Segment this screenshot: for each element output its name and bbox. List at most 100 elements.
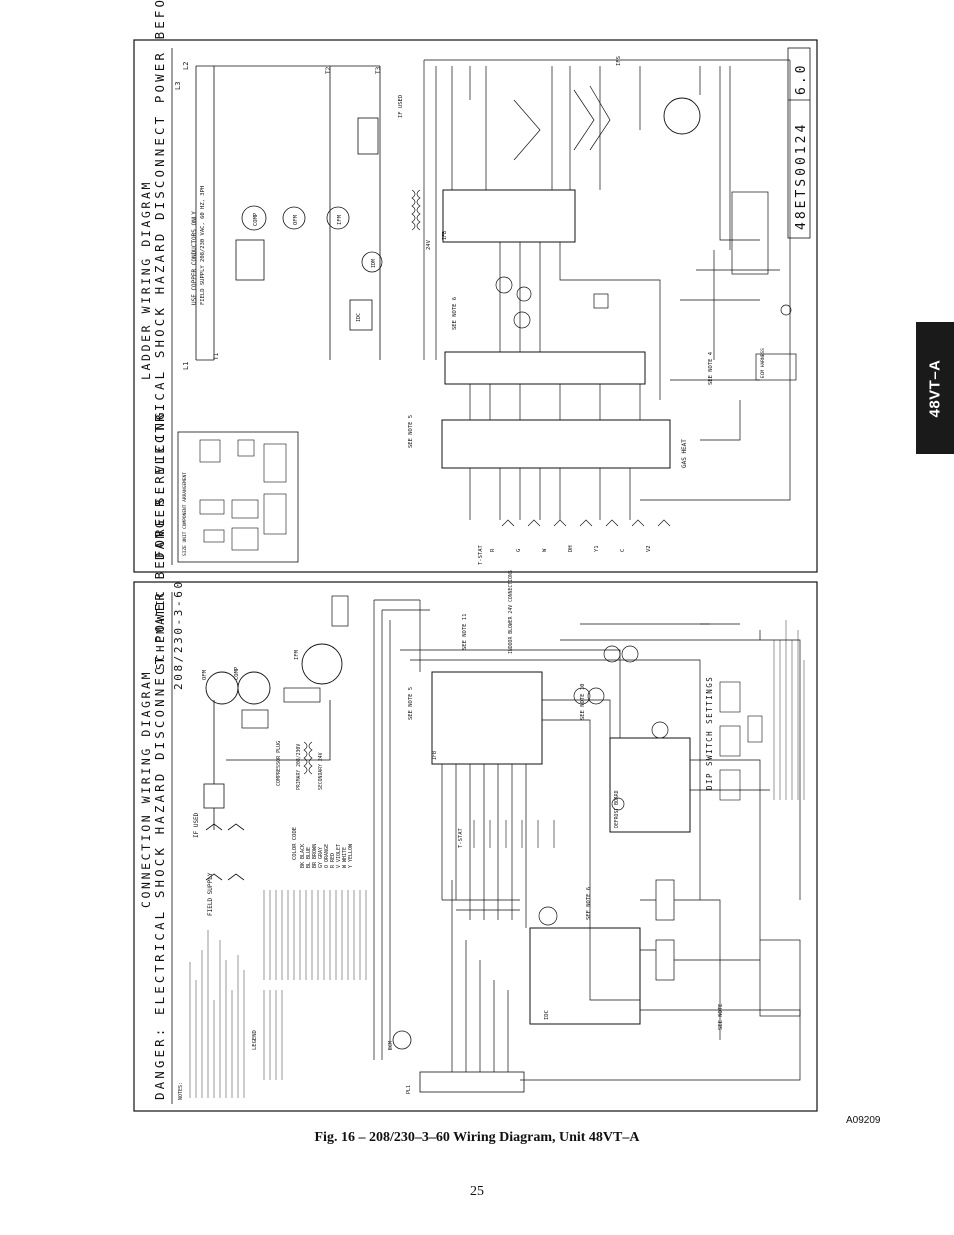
connection-notes-title: NOTES: [178,1082,184,1100]
ladder-see-note-4: SEE NOTE 4 [708,351,714,385]
connection-label-ifb: IFB [432,751,438,760]
connection-field-supply: FIELD SUPPLY [207,872,214,916]
connection-danger-line: DANGER: ELECTRICAL SHOCK HAZARD DISCONNE… [152,409,167,1100]
ladder-label-if-used: IF USED [398,95,404,118]
ladder-label-t3: T3 [375,66,382,74]
color-code-item: BK BLACK [300,844,306,868]
section-tab: 48VT–A [916,322,954,454]
connection-primary: PRIMARY 208/230V [296,744,302,790]
ladder-label-ifs: IFS [616,56,622,66]
ladder-label-gas-heat: GAS HEAT [681,439,688,468]
connection-plug-pl1 [419,1071,525,1093]
component-arrangement-title: SIZE UNIT COMPONENT ARRANGEMENT [182,472,188,556]
connection-see-note-10: SEE NOTE 10 [580,684,586,720]
ladder-label-comp: COMP [253,212,259,226]
ladder-label-l2: L2 [182,62,190,70]
ladder-tstat-terminal: Y1 [594,545,600,552]
ladder-supply-note: USE COPPER CONDUCTORS ONLY [191,211,198,305]
connection-comp-motor [237,671,271,705]
connection-label-idc: IDC [544,1010,550,1020]
ladder-see-note-6: SEE NOTE 6 [452,297,458,330]
ladder-danger-line: DANGER: ELECTRICAL SHOCK HAZARD DISCONNE… [152,0,167,560]
dip-switch-title: DIP SWITCH SETTINGS [705,676,714,790]
ladder-tstat-terminal: R [490,548,496,552]
connection-label-ofm: OFM [202,669,208,680]
color-code-item: BL BLUE [306,847,312,868]
ladder-idc-box [349,299,373,331]
connection-defrost-label: DEFROST BOARD [614,790,620,828]
ladder-part-number: 48ETS00124 [794,122,809,230]
ladder-contactor-box [235,239,265,281]
connection-see-note: SEE NOTE [718,1004,724,1031]
ladder-idc-board [444,351,646,385]
ladder-tstat-terminals: R G W DH Y1 C V2 [490,545,652,552]
connection-legend-title: LEGEND [252,1030,258,1050]
ladder-label-idm: IDM [371,259,377,268]
ladder-field-supply: FIELD SUPPLY 208/230 VAC, 60 HZ, 3PH [200,186,206,305]
ladder-label-t1: T1 [213,352,220,360]
connection-defrost-board [609,737,691,833]
ladder-ifm-ecm [663,97,701,135]
ladder-label-l3: L3 [174,82,182,90]
connection-schematic: SCHEMATIC [154,589,167,670]
ladder-ofm-motor [282,206,306,230]
connection-label-ecm: ECM [388,1041,394,1050]
ladder-furnace-board [441,419,671,469]
ladder-idm-motor [361,251,383,273]
figure-code: A09209 [846,1115,881,1126]
color-code-title: COLOR CODE [292,827,298,860]
ladder-ifm-motor [326,206,350,230]
page-number: 25 [470,1184,484,1199]
ladder-label-t2: T2 [325,66,332,74]
ladder-tstat-terminal: G [516,549,522,552]
color-code-item: BR BROWN [312,844,318,868]
connection-see-note-11: SEE NOTE 11 [462,614,468,650]
color-code-item: O ORANGE [324,844,330,868]
connection-label-plug: PL1 [406,1085,412,1094]
ladder-diagram: DANGER: ELECTRICAL SHOCK HAZARD DISCONNE… [139,0,811,565]
figure-caption: Fig. 16 – 208/230–3–60 Wiring Diagram, U… [314,1130,640,1145]
color-code-item: R RED [330,853,336,868]
connection-secondary: SECONDARY 24V [318,752,324,790]
connection-diagram: DANGER: ELECTRICAL SHOCK HAZARD DISCONNE… [139,409,805,1104]
ladder-label-ecm-harness: ECM HARNESS [760,348,766,378]
ladder-label-transformer: 24V [426,239,432,250]
connection-see-note-5: SEE NOTE 5 [408,687,414,720]
ladder-label-idc: IDC [356,313,362,322]
ladder-title: LADDER WIRING DIAGRAM [139,180,153,380]
connection-model: 208/230-3-60 [172,579,185,690]
connection-ifm-motor [301,643,343,685]
ladder-label-ifb: IFB [442,231,448,240]
connection-label-ifm: IFM [294,649,300,660]
ladder-tstat-label: T-STAT [478,544,484,565]
connection-idc-board [529,927,641,1025]
component-arrangement-box [177,431,299,563]
connection-ifb-board [431,671,543,765]
ladder-tstat-terminal: C [620,549,626,552]
ladder-label-ofm: OFM [293,214,299,225]
connection-see-note-6: SEE NOTE 6 [586,887,592,920]
ladder-comp-motor [241,205,267,231]
connection-ecm [392,1030,412,1050]
ladder-see-note-5: SEE NOTE 5 [408,415,414,448]
ladder-tstat-terminal: V2 [646,545,652,552]
connection-tstat-label: T-STAT [458,827,464,848]
ladder-ifb-board [442,189,576,243]
ladder-revision: 6.0 [794,63,809,95]
ladder-label-l1: L1 [182,362,190,370]
color-code-list: BK BLACK BL BLUE BR BROWN GY GRAY O ORAN… [300,843,354,868]
color-code-item: W WHITE [342,847,348,868]
connection-if-used: IF USED [193,812,200,838]
ladder-label-ifm: IFM [337,214,343,225]
color-code-item: Y YELLOW [348,843,354,868]
connection-indoor-blower: INDOOR BLOWER 24V CONNECTIONS [508,570,514,654]
ladder-diagram-frame [133,39,818,573]
ladder-tstat-terminal: DH [568,545,574,552]
connection-compressor-plug: COMPRESSOR PLUG [276,741,282,786]
color-code-item: V VIOLET [336,844,342,868]
ladder-tstat-terminal: W [542,548,548,552]
connection-diagram-frame [133,581,818,1112]
connection-label-comp: COMP [234,666,240,680]
ladder-ecm-harness [755,353,797,381]
